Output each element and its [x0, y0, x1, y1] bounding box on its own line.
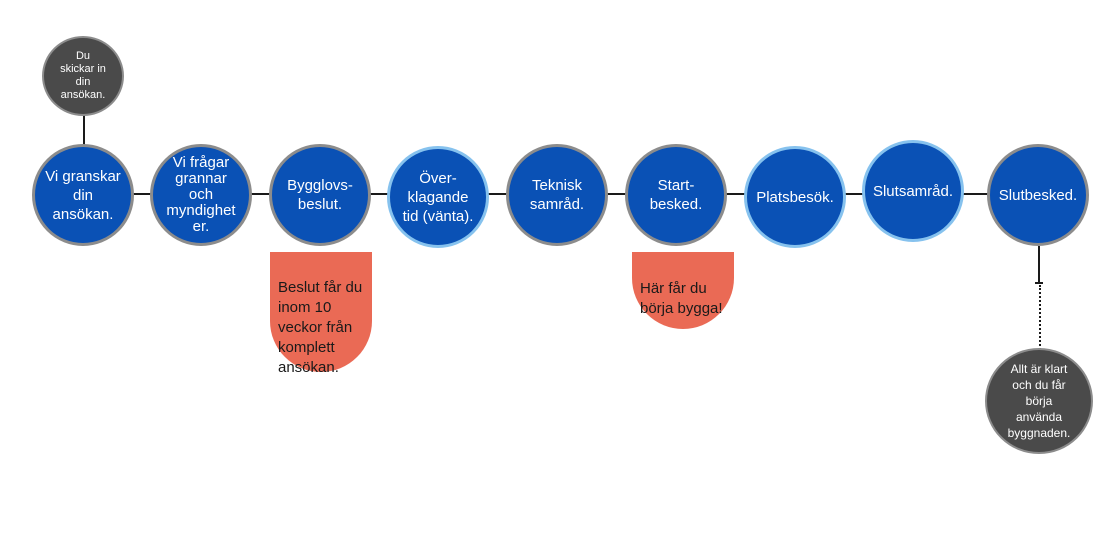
step-fragar: Vi frågar grannar och myndighet er. [150, 144, 252, 246]
step-teknisk-samrad: Teknisk samråd. [506, 144, 608, 246]
step-label: Start- besked. [649, 177, 703, 213]
step-bygglovsbeslut: Bygglovs- beslut. [269, 144, 371, 246]
step-label: Vi granskar din ansökan. [45, 167, 121, 223]
start-connector [83, 113, 85, 145]
step-label: Vi frågar grannar och myndighet er. [166, 154, 236, 235]
end-connector-tick [1035, 282, 1043, 284]
end-bubble: Allt är klart och du får börja använda b… [985, 348, 1093, 454]
step-label: Teknisk samråd. [529, 177, 585, 213]
step-label: Platsbesök. [756, 188, 834, 206]
step-slutsamrad: Slutsamråd. [862, 140, 964, 242]
step-label: Bygglovs- beslut. [287, 177, 353, 213]
step-label: Slutsamråd. [872, 182, 954, 200]
start-bubble: Du skickar in din ansökan. [42, 36, 124, 116]
end-bubble-text: Allt är klart och du får börja använda b… [1007, 362, 1071, 440]
step-label: Slutbesked. [998, 186, 1078, 204]
end-connector [1038, 246, 1040, 284]
step-startbesked: Start- besked. [625, 144, 727, 246]
end-dotted-connector [1039, 285, 1041, 350]
step-slutbesked: Slutbesked. [987, 144, 1089, 246]
step-overklagande: Över- klagande tid (vänta). [387, 146, 489, 248]
note-decision: Beslut får du inom 10 veckor från komple… [270, 252, 372, 376]
note-start-text: Här får du börja bygga! [640, 280, 723, 317]
step-granskar: Vi granskar din ansökan. [32, 144, 134, 246]
step-platsbesok: Platsbesök. [744, 146, 846, 248]
note-decision-text: Beslut får du inom 10 veckor från komple… [278, 279, 363, 376]
step-label: Över- klagande tid (vänta). [402, 169, 474, 225]
note-start: Här får du börja bygga! [632, 252, 734, 329]
start-bubble-text: Du skickar in din ansökan. [60, 50, 106, 101]
